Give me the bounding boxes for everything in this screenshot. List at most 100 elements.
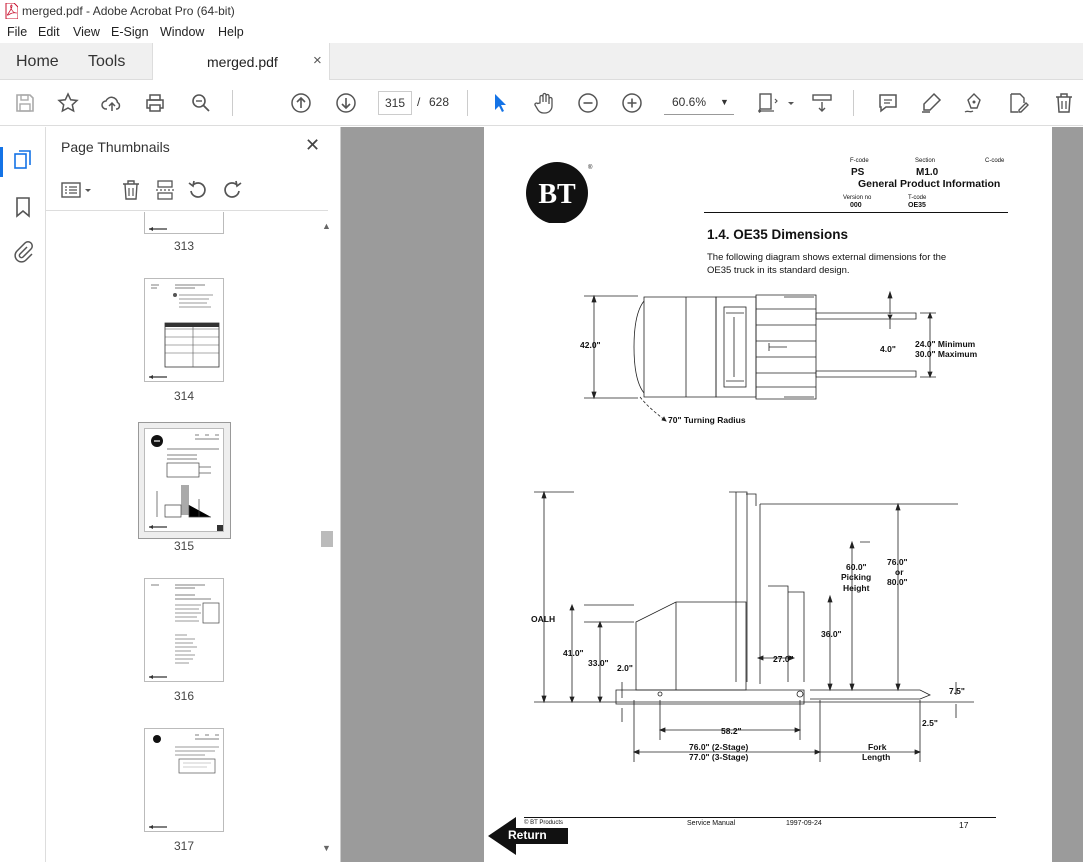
tab-document[interactable]: merged.pdf × <box>152 43 330 81</box>
page-thumbnail[interactable] <box>144 578 224 682</box>
delete-page-icon[interactable] <box>120 179 142 201</box>
tcode-label: T-code <box>908 195 927 201</box>
menu-esign[interactable]: E-Sign <box>111 25 149 39</box>
dim-lift-or: or <box>895 567 904 577</box>
title-bar: merged.pdf - Adobe Acrobat Pro (64-bit) <box>0 0 1083 22</box>
bt-logo: BT ® <box>526 162 593 223</box>
dim-picking-label: Picking <box>841 572 872 582</box>
menu-edit[interactable]: Edit <box>38 25 60 39</box>
menu-file[interactable]: File <box>7 25 28 39</box>
tab-tools[interactable]: Tools <box>88 53 126 70</box>
thumbnail-page-number: 314 <box>173 389 195 403</box>
panel-close-icon[interactable]: ✕ <box>305 135 321 155</box>
dim-33: 33.0" <box>588 658 609 668</box>
tab-document-label: merged.pdf <box>207 54 278 70</box>
dim-fork-gap: 4.0" <box>880 344 896 354</box>
dim-lift-76: 76.0" <box>887 557 908 567</box>
zoom-out-icon[interactable] <box>576 91 600 115</box>
print-icon[interactable] <box>143 91 167 115</box>
attachment-paperclip-icon[interactable] <box>11 240 35 264</box>
page-thumbnail[interactable] <box>144 728 224 832</box>
page-fit-icon[interactable] <box>755 91 779 115</box>
tab-close-icon[interactable]: × <box>313 52 322 69</box>
footer-page-number: 17 <box>959 820 969 830</box>
svg-text:BT: BT <box>538 179 576 210</box>
comment-icon[interactable] <box>876 91 900 115</box>
header-title: General Product Information <box>858 178 1001 190</box>
dim-turning-radius: 70" Turning Radius <box>668 415 746 425</box>
hand-tool-icon[interactable] <box>532 91 556 115</box>
highlight-pen-icon[interactable] <box>919 91 943 115</box>
dim-picking-60: 60.0" <box>846 562 867 572</box>
previous-page-icon[interactable] <box>289 91 313 115</box>
menu-help[interactable]: Help <box>218 25 244 39</box>
dim-spread-max: 30.0" Maximum <box>915 349 978 359</box>
dim-lift-80: 80.0" <box>887 577 908 587</box>
upload-cloud-icon[interactable] <box>100 91 124 115</box>
delete-trash-icon[interactable] <box>1052 91 1076 115</box>
dim-fork-2-5: 2.5" <box>922 718 938 728</box>
menu-window[interactable]: Window <box>160 25 205 39</box>
zoom-in-icon[interactable] <box>620 91 644 115</box>
zoom-search-icon[interactable] <box>189 91 213 115</box>
version-value: 000 <box>850 202 862 209</box>
thumbnail-options-icon[interactable] <box>60 179 94 201</box>
header-rule <box>704 212 1008 213</box>
dim-oalh: OALH <box>531 614 556 624</box>
toolbar-separator <box>467 90 468 116</box>
dim-2: 2.0" <box>617 663 633 673</box>
return-arrow-icon <box>488 817 568 855</box>
save-icon[interactable] <box>13 91 37 115</box>
scrollbar-thumb[interactable] <box>321 531 333 547</box>
section-heading: 1.4. OE35 Dimensions <box>707 227 849 242</box>
return-label: Return <box>508 828 547 842</box>
chevron-down-icon: ▼ <box>720 97 729 107</box>
dim-fork-length-label-1: Fork <box>868 742 887 752</box>
footer-copyright: © BT Products <box>524 820 563 826</box>
sign-pen-icon[interactable] <box>962 91 986 115</box>
toolbar: 315 / 628 60.6% ▼ <box>0 80 1083 126</box>
scroll-up-icon[interactable]: ▲ <box>322 221 331 231</box>
page-thumbnail[interactable] <box>144 278 224 382</box>
left-navigation-rail <box>0 127 46 862</box>
page-thumbnail-selected[interactable] <box>144 428 224 532</box>
zoom-level-dropdown[interactable]: 60.6% ▼ <box>664 91 734 115</box>
dim-spread-min: 24.0" Minimum <box>915 339 976 349</box>
edit-document-icon[interactable] <box>1006 91 1030 115</box>
side-view-diagram <box>534 490 974 762</box>
return-button[interactable]: Return <box>486 815 570 857</box>
rotate-left-icon[interactable] <box>187 179 209 201</box>
panel-toolbar <box>46 167 328 211</box>
footer-rule <box>524 817 996 818</box>
page-number-input[interactable]: 315 <box>378 91 412 115</box>
thumbnail-scrollbar[interactable]: ▲ ▼ <box>320 221 334 861</box>
thumbnail-list: 313 314 <box>46 212 326 862</box>
active-indicator <box>0 147 3 177</box>
top-view-diagram <box>584 290 936 422</box>
next-page-icon[interactable] <box>334 91 358 115</box>
dim-27: 27.0" <box>773 654 794 664</box>
menu-bar: File Edit View E-Sign Window Help <box>0 22 1083 43</box>
scroll-down-icon[interactable]: ▼ <box>322 843 331 853</box>
scroll-mode-icon[interactable] <box>810 91 834 115</box>
tcode-value: OE35 <box>908 202 926 209</box>
section-value: M1.0 <box>916 167 939 178</box>
rotate-right-icon[interactable] <box>221 179 243 201</box>
svg-text:®: ® <box>588 164 593 171</box>
fcode-value: PS <box>851 167 865 178</box>
tab-home[interactable]: Home <box>16 53 59 70</box>
page-thumbnails-icon[interactable] <box>11 148 35 172</box>
dim-wheelbase: 58.2" <box>721 726 742 736</box>
toolbar-separator <box>232 90 233 116</box>
page-thumbnail[interactable] <box>144 212 224 234</box>
dim-length-2-stage: 76.0" (2-Stage) <box>689 742 749 752</box>
intro-line-1: The following diagram shows external dim… <box>707 252 947 263</box>
panel-title: Page Thumbnails <box>61 139 170 155</box>
menu-view[interactable]: View <box>73 25 100 39</box>
ccode-label: C-code <box>985 158 1005 164</box>
extract-page-icon[interactable] <box>154 179 176 201</box>
star-icon[interactable] <box>56 91 80 115</box>
chevron-down-icon[interactable] <box>779 91 794 115</box>
bookmark-icon[interactable] <box>11 195 35 219</box>
select-cursor-icon[interactable] <box>488 91 512 115</box>
